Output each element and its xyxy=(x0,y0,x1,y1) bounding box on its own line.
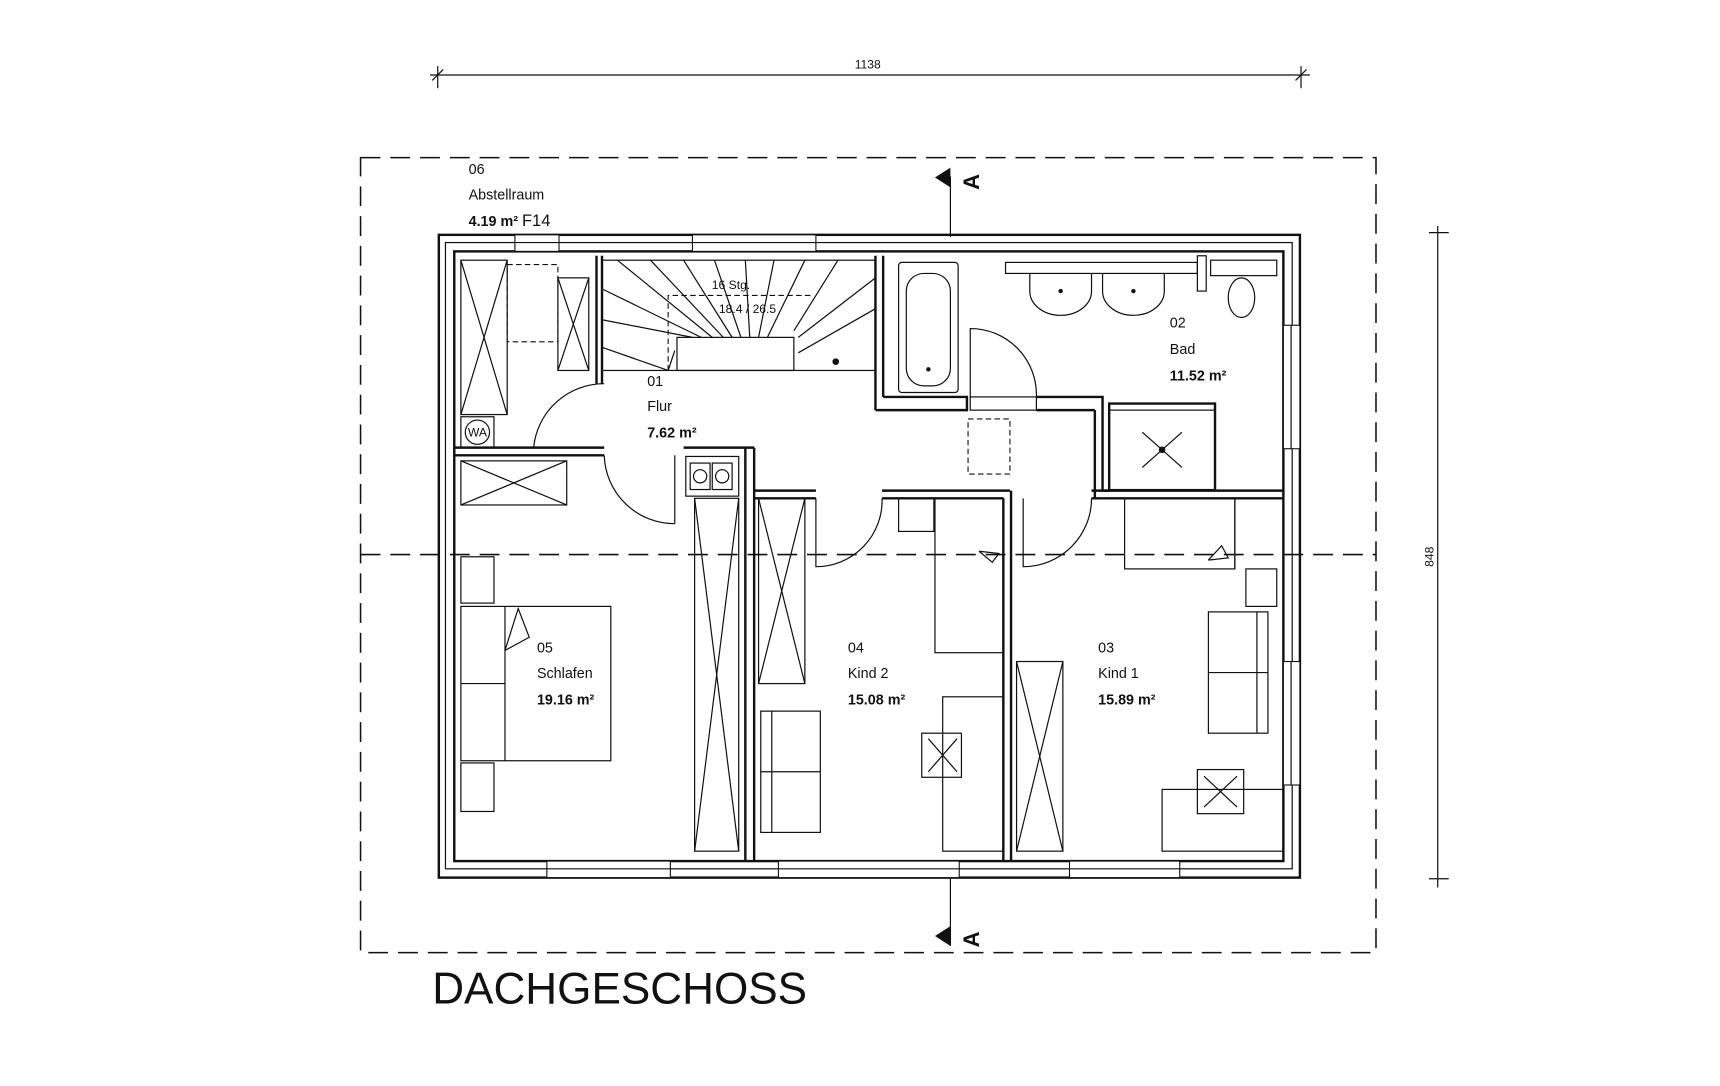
width-dimension-label: 1138 xyxy=(855,57,881,71)
kitchenette-sink-icon xyxy=(685,455,740,497)
section-marker-top: A xyxy=(934,167,984,238)
bathtub-icon xyxy=(897,261,959,394)
room-label-bad: 02 Bad 11.52 m² xyxy=(1170,315,1227,384)
svg-text:Kind 2: Kind 2 xyxy=(848,666,889,682)
section-label: A xyxy=(959,174,984,190)
kind2-furniture xyxy=(757,497,1004,852)
svg-text:Abstellraum: Abstellraum xyxy=(469,188,545,204)
svg-text:Kind 1: Kind 1 xyxy=(1098,666,1139,682)
sink-icon xyxy=(1101,273,1165,316)
room-label-kind2: 04 Kind 2 15.08 m² xyxy=(848,641,906,709)
svg-text:7.62 m²: 7.62 m² xyxy=(647,426,697,442)
desk-icon xyxy=(1161,788,1284,852)
svg-text:Flur: Flur xyxy=(647,399,672,415)
room-label-schlafen: 05 Schlafen 19.16 m² xyxy=(537,641,595,709)
section-arrow-icon xyxy=(934,926,951,946)
svg-text:19.16 m²: 19.16 m² xyxy=(537,693,595,709)
section-label: A xyxy=(959,931,984,947)
svg-text:15.89 m²: 15.89 m² xyxy=(1098,693,1156,709)
stair-ratio-label: 18.4 / 26.5 xyxy=(719,302,776,316)
room-label-kind1: 03 Kind 1 15.89 m² xyxy=(1098,641,1156,709)
svg-text:WA: WA xyxy=(468,426,488,440)
drawing-title: DACHGESCHOSS xyxy=(432,964,807,1013)
room-label-flur: 01 Flur 7.62 m² xyxy=(647,374,697,442)
kind1-furniture xyxy=(1015,497,1284,852)
sink-icon xyxy=(1029,273,1093,316)
svg-text:02: 02 xyxy=(1170,315,1186,331)
svg-text:11.52 m²: 11.52 m² xyxy=(1170,368,1227,384)
chair-icon xyxy=(1196,768,1245,815)
toilet-icon xyxy=(1227,277,1256,319)
svg-text:Bad: Bad xyxy=(1170,342,1196,358)
svg-text:4.19 m² F14: 4.19 m² F14 xyxy=(469,211,551,230)
chair-icon xyxy=(921,732,963,778)
staircase: 16 Stg. 18.4 / 26.5 xyxy=(601,259,877,372)
bed-icon xyxy=(934,497,1004,654)
svg-text:04: 04 xyxy=(848,641,864,657)
shower-drain-icon xyxy=(1158,446,1166,454)
windows xyxy=(514,234,1301,879)
svg-text:01: 01 xyxy=(647,374,663,390)
svg-text:15.08 m²: 15.08 m² xyxy=(848,693,906,709)
washing-machine-icon xyxy=(464,419,491,445)
storage-shelves: WA xyxy=(460,259,590,449)
desk-icon xyxy=(942,696,1004,852)
height-dimension-label: 848 xyxy=(1422,546,1436,566)
svg-text:Schlafen: Schlafen xyxy=(537,666,593,682)
door-swing xyxy=(969,327,1038,397)
section-marker-bottom: A xyxy=(934,876,984,947)
room-label-abstellraum: 06 Abstellraum 4.19 m² F14 xyxy=(469,162,551,230)
height-dimension: 848 xyxy=(1422,226,1449,888)
hallway-details xyxy=(533,383,1093,568)
width-dimension: 1138 xyxy=(430,57,1310,89)
svg-text:06: 06 xyxy=(469,162,485,178)
svg-text:03: 03 xyxy=(1098,641,1114,657)
interior-walls xyxy=(454,255,1284,862)
svg-text:05: 05 xyxy=(537,641,553,657)
stair-steps-label: 16 Stg. xyxy=(712,278,750,292)
section-arrow-icon xyxy=(934,167,951,188)
bedroom-furniture xyxy=(460,460,740,852)
bed-icon xyxy=(1124,497,1236,570)
bathroom-fixtures xyxy=(897,255,1278,491)
